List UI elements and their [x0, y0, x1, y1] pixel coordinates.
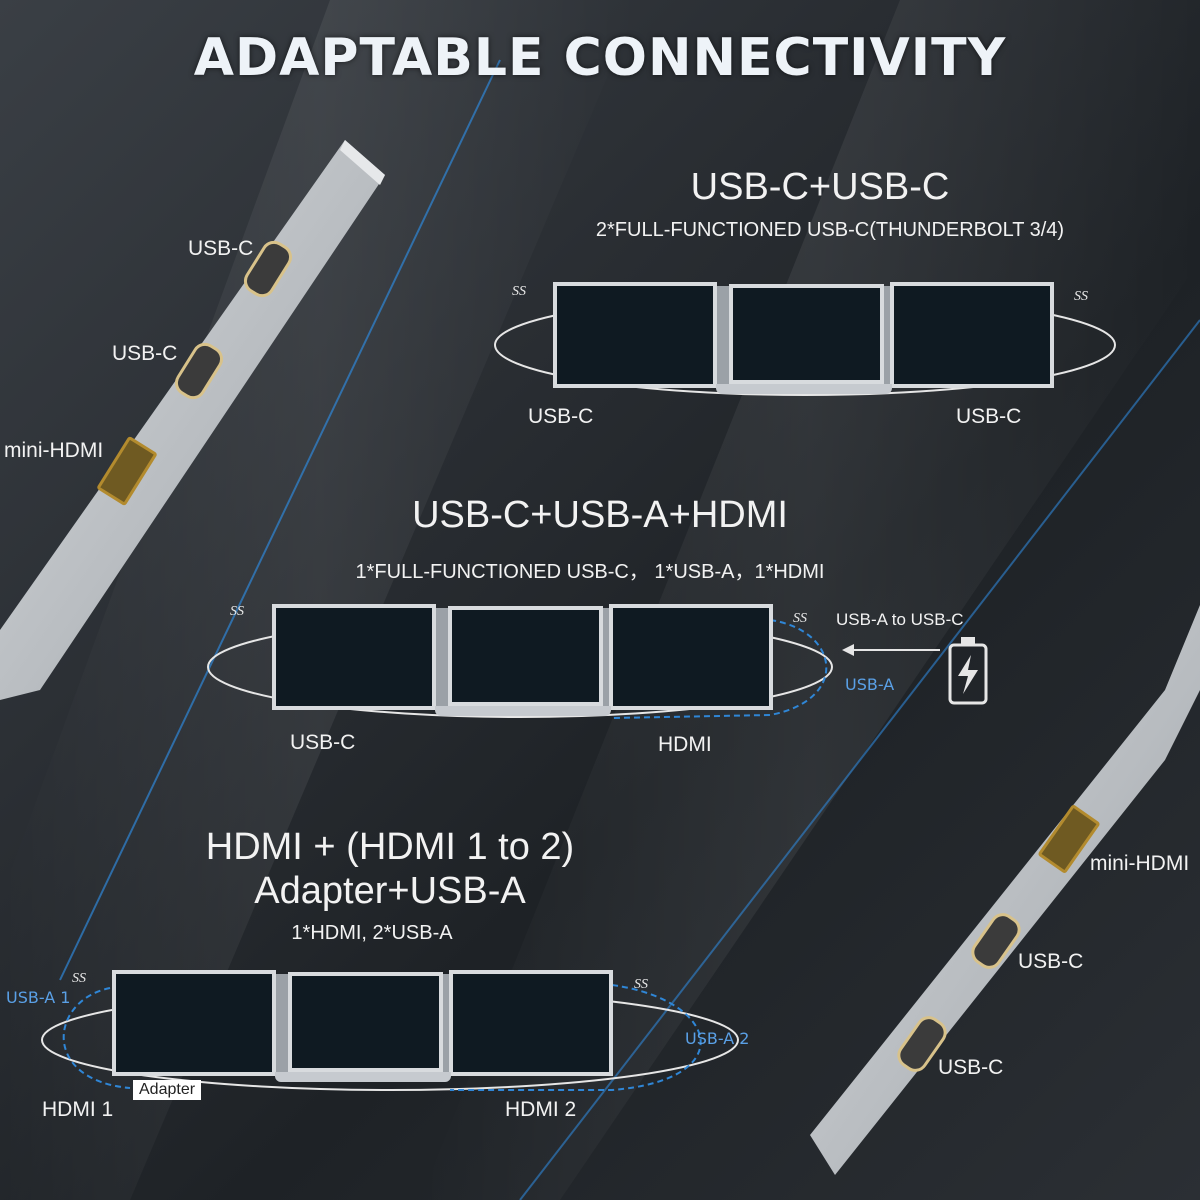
section3-ss-icon-right: SS	[634, 977, 648, 992]
section1-right-label: USB-C	[956, 405, 1022, 428]
section2-monitor-center	[448, 606, 603, 706]
section2-left-label: USB-C	[290, 731, 356, 754]
section1-laptop-base	[716, 384, 892, 394]
section1-ss-icon-left: SS	[512, 284, 526, 299]
section3-usba1-label: USB-A 1	[6, 988, 71, 1007]
page-title: ADAPTABLE CONNECTIVITY	[193, 28, 1007, 88]
section3-heading-line2: Adapter+USB-A	[254, 870, 526, 912]
section2-usba-label: USB-A	[845, 675, 895, 694]
section1-ss-icon-right: SS	[1074, 289, 1088, 304]
section2-heading: USB-C+USB-A+HDMI	[412, 494, 788, 536]
right-port-label-1: mini-HDMI	[1090, 852, 1190, 875]
battery-icon	[948, 637, 988, 705]
right-port-label-2: USB-C	[1018, 950, 1084, 973]
section3-heading-line1: HDMI + (HDMI 1 to 2)	[205, 826, 575, 868]
section3-ss-icon-left: SS	[72, 971, 86, 986]
section1-monitor-left	[553, 282, 717, 388]
left-strip	[0, 140, 385, 700]
left-port-label-2: USB-C	[112, 342, 178, 365]
section3-right-label: HDMI 2	[505, 1098, 577, 1121]
section1-monitor-center	[729, 284, 884, 384]
right-port-label-3: USB-C	[938, 1056, 1004, 1079]
section3-monitor-left	[112, 970, 276, 1076]
section2-adapter-note: USB-A to USB-C	[836, 610, 964, 629]
section2-laptop-base	[435, 706, 611, 716]
section2-monitor-left	[272, 604, 436, 710]
section3-usba2-label: USB-A 2	[685, 1029, 750, 1048]
section2-subtitle: 1*FULL-FUNCTIONED USB-C， 1*USB-A，1*HDMI	[355, 561, 825, 583]
section2-monitor-right	[609, 604, 773, 710]
section1-left-label: USB-C	[528, 405, 594, 428]
section3-subtitle: 1*HDMI, 2*USB-A	[291, 922, 453, 944]
left-port-label-3: mini-HDMI	[4, 439, 104, 462]
section1-heading: USB-C+USB-C	[690, 166, 950, 208]
section3-monitor-right	[449, 970, 613, 1076]
section3-monitor-center	[288, 972, 443, 1072]
section3-laptop-base	[275, 1072, 451, 1082]
section2-ss-icon-left: SS	[230, 604, 244, 619]
section3-left-label: HDMI 1	[42, 1098, 114, 1121]
right-strip	[810, 605, 1200, 1175]
left-port-label-1: USB-C	[188, 237, 254, 260]
section3-adapter-label: Adapter	[133, 1080, 202, 1100]
section1-monitor-right	[890, 282, 1054, 388]
section2-right-label: HDMI	[658, 733, 712, 756]
section1-subtitle: 2*FULL-FUNCTIONED USB-C(THUNDERBOLT 3/4)	[595, 219, 1065, 241]
section2-ss-icon-right: SS	[793, 611, 807, 626]
